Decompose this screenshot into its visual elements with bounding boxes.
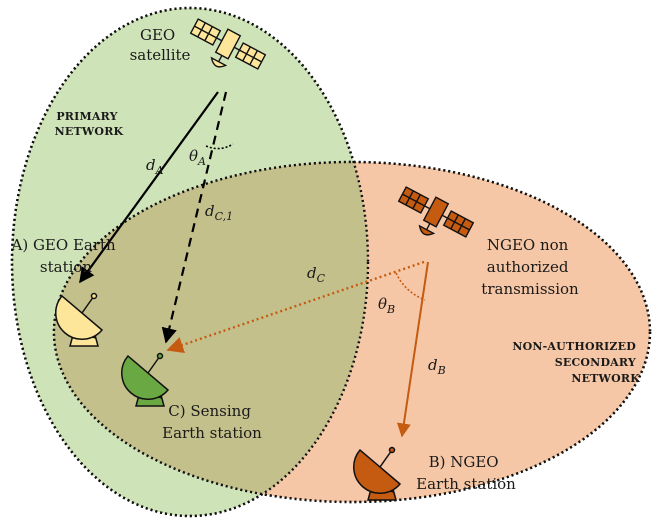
theta-B-label: θB [378, 295, 395, 316]
d-C-sub: C [317, 272, 326, 285]
overlap-region [54, 162, 368, 502]
ngeo-earth-station-label-line1: B) NGEO [429, 453, 499, 471]
primary-network-outline [10, 6, 370, 518]
sensing-earth-station-dish-icon [121, 352, 170, 407]
d-A-sub: A [155, 164, 164, 177]
d-B-sub: B [437, 364, 446, 377]
d-B-base: d [428, 356, 438, 374]
secondary-network-label-line3: NETWORK [571, 372, 640, 385]
ngeo-earth-station-label-line2: Earth station [416, 475, 516, 493]
sensing-station-label: C) Sensing Earth station [162, 402, 262, 442]
geo-earth-station-label: A) GEO Earth station [11, 236, 121, 276]
link-d-C1 [161, 91, 228, 344]
d-A-label: dA [146, 156, 164, 177]
d-C1-base: d [205, 202, 215, 220]
geo-satellite-label-line1: GEO [140, 26, 175, 44]
d-B-label: dB [428, 356, 446, 377]
ngeo-earth-station-label: B) NGEO Earth station [416, 453, 516, 493]
geo-satellite-label-line2: satellite [130, 46, 191, 64]
d-C1-label: dC,1 [205, 202, 233, 223]
ngeo-transmission-label-line2: authorized [487, 258, 569, 276]
ngeo-transmission-label: NGEO non authorized transmission [481, 236, 579, 298]
theta-B-base: θ [378, 295, 387, 313]
angle-theta-A-marker [205, 143, 234, 150]
primary-network-label-line1: PRIMARY [56, 110, 117, 123]
d-C-label: dC [307, 264, 326, 285]
ngeo-transmission-label-line3: transmission [481, 280, 579, 298]
primary-network-label: PRIMARY NETWORK [55, 110, 124, 138]
angle-theta-B-marker [395, 272, 426, 301]
ngeo-satellite-icon [397, 186, 475, 238]
d-C-base: d [307, 264, 317, 282]
sensing-station-label-line1: C) Sensing [168, 402, 251, 420]
d-A-base: d [146, 156, 156, 174]
ngeo-earth-station-dish-icon [353, 446, 402, 501]
secondary-network-label: NON-AUTHORIZED SECONDARY NETWORK [512, 340, 640, 385]
link-d-A [79, 91, 219, 284]
secondary-network-label-line1: NON-AUTHORIZED [512, 340, 636, 353]
theta-A-sub: A [197, 155, 206, 168]
sensing-station-label-line2: Earth station [162, 424, 262, 442]
secondary-network-outline [52, 160, 652, 504]
theta-B-sub: B [386, 303, 395, 316]
d-C1-sub: C,1 [215, 210, 234, 223]
geo-satellite-label: GEO satellite [130, 26, 191, 64]
geo-earth-station-label-line1: A) GEO Earth [11, 236, 117, 254]
theta-A-base: θ [189, 147, 198, 165]
primary-network-label-line2: NETWORK [55, 125, 124, 138]
geo-satellite-icon [189, 18, 267, 70]
link-d-C [166, 260, 425, 354]
geo-earth-station-label-line2: station [40, 258, 93, 276]
link-d-B [396, 261, 429, 438]
geo-earth-station-dish-icon [55, 292, 104, 347]
ngeo-transmission-label-line1: NGEO non [487, 236, 569, 254]
secondary-network-label-line2: SECONDARY [555, 356, 636, 369]
theta-A-label: θA [189, 147, 206, 168]
